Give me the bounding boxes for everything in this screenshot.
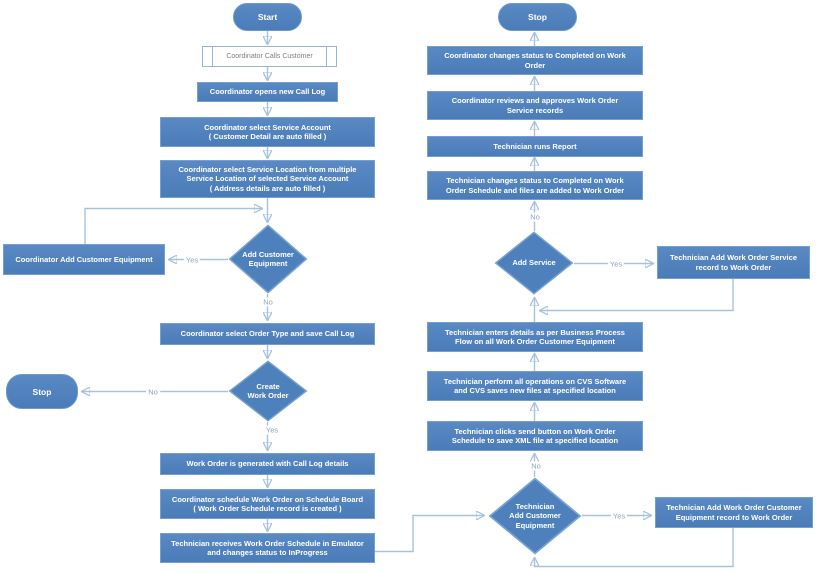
process-technician-add-equipment-record: Technician Add Work Order Customer Equip… xyxy=(655,497,813,528)
process-technician-changes-status-completed: Technician changes status to Completed o… xyxy=(427,171,643,200)
decision-technician-add-customer-equipment: Technician Add Customer Equipment xyxy=(488,477,582,555)
stop-terminator-right: Stop xyxy=(498,3,577,31)
decision-label: Add Service xyxy=(512,258,556,268)
diamond-shape xyxy=(228,224,308,294)
edge-label-yes: Yes xyxy=(263,425,281,435)
decision-label: Technician Add Customer Equipment xyxy=(509,501,561,530)
decision-add-customer-equipment: Add Customer Equipment xyxy=(228,224,308,294)
process-coordinator-changes-status-completed: Coordinator changes status to Completed … xyxy=(427,46,643,75)
edge-label-yes: Yes xyxy=(607,259,625,268)
diamond-shape xyxy=(494,231,574,295)
process-work-order-generated: Work Order is generated with Call Log de… xyxy=(160,453,375,475)
process-select-service-account: Coordinator select Service Account ( Cus… xyxy=(160,117,375,147)
edge-addequiprecord-loopback xyxy=(535,528,734,568)
process-schedule-work-order: Coordinator schedule Work Order on Sched… xyxy=(160,489,375,519)
process-select-order-type: Coordinator select Order Type and save C… xyxy=(160,323,375,345)
process-technician-runs-report: Technician runs Report xyxy=(427,136,643,157)
process-technician-add-service-record: Technician Add Work Order Service record… xyxy=(657,246,810,279)
edge-label-no: No xyxy=(528,212,542,222)
subprocess-coordinator-calls-customer: Coordinator Calls Customer xyxy=(202,46,337,67)
decision-create-work-order: Create Work Order xyxy=(228,360,308,422)
edge-label-no: No xyxy=(261,297,275,307)
edge-coordaddce-loopback xyxy=(84,209,262,244)
edge-label-no: No xyxy=(529,461,543,471)
process-coordinator-opens-call-log: Coordinator opens new Call Log xyxy=(197,82,338,102)
edge-label-yes: Yes xyxy=(183,255,201,264)
decision-label: Add Customer Equipment xyxy=(242,249,294,269)
process-coordinator-reviews-approves: Coordinator reviews and approves Work Or… xyxy=(427,91,643,120)
decision-label: Create Work Order xyxy=(247,381,289,401)
process-technician-enters-details: Technician enters details as per Busines… xyxy=(427,322,643,352)
diamond-shape xyxy=(228,360,308,422)
edge-techreceives-to-techaddce xyxy=(375,516,484,553)
edge-label-yes: Yes xyxy=(610,511,628,520)
process-technician-receives-schedule: Technician receives Work Order Schedule … xyxy=(160,533,375,563)
stop-terminator-left: Stop xyxy=(6,374,78,409)
start-terminator: Start xyxy=(233,3,302,31)
edge-label-no: No xyxy=(146,387,160,396)
decision-add-service: Add Service xyxy=(494,231,574,295)
diamond-shape xyxy=(488,477,582,555)
process-coordinator-add-customer-equipment: Coordinator Add Customer Equipment xyxy=(3,244,165,275)
process-technician-clicks-send: Technician clicks send button on Work Or… xyxy=(427,421,643,451)
process-technician-performs-cvs-operations: Technician perform all operations on CVS… xyxy=(427,371,643,401)
edge-addservicerecord-loopback xyxy=(540,279,734,311)
process-select-service-location: Coordinator select Service Location from… xyxy=(160,160,375,198)
